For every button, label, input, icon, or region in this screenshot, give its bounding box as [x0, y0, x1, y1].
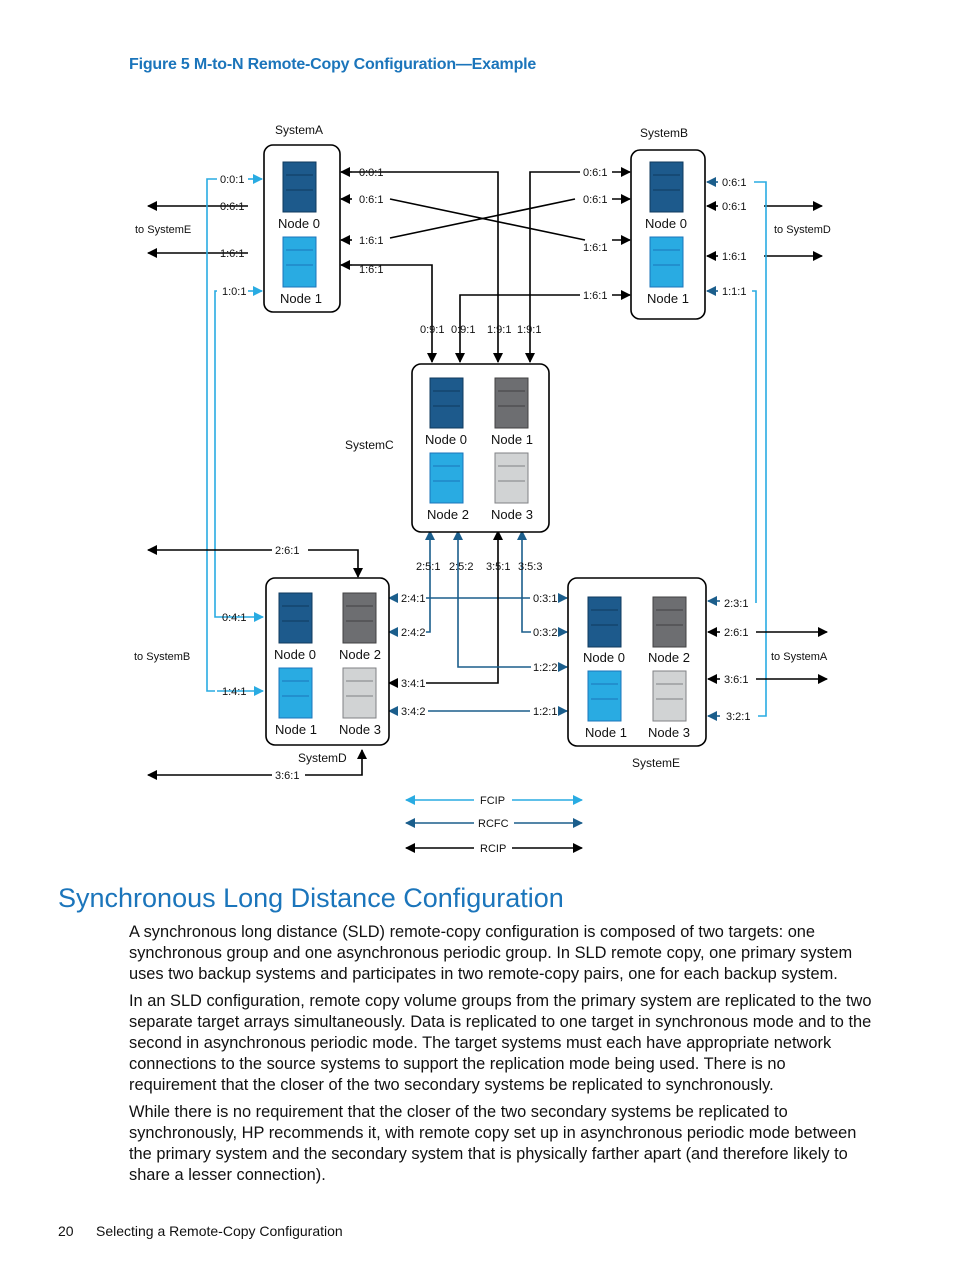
port-label: 0:6:1: [359, 194, 383, 206]
system-c-node-2-label: Node 2: [427, 507, 469, 522]
port-label: 0:3:1: [533, 593, 557, 605]
remote-copy-diagram: SystemA SystemB SystemC SystemD SystemE …: [134, 123, 831, 855]
port-label: 1:6:1: [359, 264, 383, 276]
port-label: 2:6:1: [724, 627, 748, 639]
to-system-e-label: to SystemE: [135, 224, 191, 236]
system-c-node-0-label: Node 0: [425, 432, 467, 447]
port-label: 0:6:1: [722, 201, 746, 213]
system-e-node-3-label: Node 3: [648, 725, 690, 740]
system-e-node-2-label: Node 2: [648, 650, 690, 665]
to-system-d-label: to SystemD: [774, 224, 831, 236]
legend-rcfc-label: RCFC: [478, 818, 509, 830]
system-d-node-1-icon: [278, 667, 313, 719]
system-d-node-2-icon: [342, 592, 377, 644]
port-label: 1:6:1: [220, 248, 244, 260]
port-label: 3:6:1: [724, 674, 748, 686]
system-e-node-0-icon: [587, 596, 622, 648]
system-a-node-0-icon: [282, 161, 317, 213]
system-c-node-3-label: Node 3: [491, 507, 533, 522]
port-label: 1:4:1: [222, 686, 246, 698]
port-label: 2:4:1: [401, 593, 425, 605]
to-system-a-label: to SystemA: [771, 651, 828, 663]
system-e-node-2-icon: [652, 596, 687, 648]
system-a-node-0-label: Node 0: [278, 216, 320, 231]
legend-fcip-label: FCIP: [480, 795, 505, 807]
port-label: 0:6:1: [220, 201, 244, 213]
port-label: 2:6:1: [275, 545, 299, 557]
port-label: 0:3:2: [533, 627, 557, 639]
port-label: 0:6:1: [722, 177, 746, 189]
system-d-node-3-icon: [342, 667, 377, 719]
port-label: 3:5:3: [518, 561, 542, 573]
port-label: 1:6:1: [583, 242, 607, 254]
port-label: 2:5:2: [449, 561, 473, 573]
system-d-node-3-label: Node 3: [339, 722, 381, 737]
port-label: 3:4:2: [401, 706, 425, 718]
port-label: 1:2:2: [533, 662, 557, 674]
system-e-node-0-label: Node 0: [583, 650, 625, 665]
system-c-label: SystemC: [345, 438, 394, 452]
paragraph: In an SLD configuration, remote copy vol…: [129, 992, 872, 1094]
port-label: 0:6:1: [583, 167, 607, 179]
system-a-node-1-icon: [282, 236, 317, 288]
system-e-node-3-icon: [652, 670, 687, 722]
paragraph: A synchronous long distance (SLD) remote…: [129, 923, 853, 983]
system-c-node-2-icon: [429, 452, 464, 504]
port-label: 1:6:1: [359, 235, 383, 247]
port-label: 1:2:1: [533, 706, 557, 718]
figure-caption: Figure 5 M-to-N Remote-Copy Configuratio…: [129, 56, 537, 73]
connections: [147, 167, 828, 853]
port-label: 0:0:1: [220, 174, 244, 186]
system-c-node-3-icon: [494, 452, 529, 504]
system-b-node-0-label: Node 0: [645, 216, 687, 231]
port-label: 2:5:1: [416, 561, 440, 573]
system-c-node-1-label: Node 1: [491, 432, 533, 447]
system-e-label: SystemE: [632, 756, 680, 770]
to-system-b-label: to SystemB: [134, 651, 190, 663]
port-label: 1:9:1: [487, 324, 511, 336]
system-c-node-1-icon: [494, 377, 529, 429]
section-title: Synchronous Long Distance Configuration: [58, 883, 564, 913]
paragraph: While there is no requirement that the c…: [129, 1103, 857, 1184]
port-label: 1:0:1: [222, 286, 246, 298]
system-e-node-1-label: Node 1: [585, 725, 627, 740]
footer-text: Selecting a Remote-Copy Configuration: [96, 1223, 343, 1239]
port-label: 1:9:1: [517, 324, 541, 336]
system-b-node-1-label: Node 1: [647, 291, 689, 306]
system-d-node-1-label: Node 1: [275, 722, 317, 737]
page-number: 20: [58, 1223, 74, 1239]
system-b-node-1-icon: [649, 236, 684, 288]
system-a-label: SystemA: [275, 123, 323, 137]
system-b-node-0-icon: [649, 161, 684, 213]
port-label: 0:9:1: [451, 324, 475, 336]
port-label: 1:6:1: [583, 290, 607, 302]
port-label: 0:4:1: [222, 612, 246, 624]
port-label: 3:6:1: [275, 770, 299, 782]
system-d-node-0-icon: [278, 592, 313, 644]
port-label: 3:5:1: [486, 561, 510, 573]
port-label: 0:0:1: [359, 167, 383, 179]
system-d-node-2-label: Node 2: [339, 647, 381, 662]
port-label: 1:1:1: [722, 286, 746, 298]
port-label: 3:4:1: [401, 678, 425, 690]
systems: [263, 144, 707, 747]
system-e-node-1-icon: [587, 670, 622, 722]
system-a-node-1-label: Node 1: [280, 291, 322, 306]
legend-rcip-label: RCIP: [480, 843, 506, 855]
system-b-label: SystemB: [640, 126, 688, 140]
port-label: 0:6:1: [583, 194, 607, 206]
system-d-node-0-label: Node 0: [274, 647, 316, 662]
diagram-labels: SystemA SystemB SystemC SystemD SystemE …: [134, 123, 831, 855]
port-label: 1:6:1: [722, 251, 746, 263]
port-label: 2:3:1: [724, 598, 748, 610]
port-label: 0:9:1: [420, 324, 444, 336]
port-label: 3:2:1: [726, 711, 750, 723]
system-c-node-0-icon: [429, 377, 464, 429]
system-d-label: SystemD: [298, 751, 347, 765]
port-label: 2:4:2: [401, 627, 425, 639]
